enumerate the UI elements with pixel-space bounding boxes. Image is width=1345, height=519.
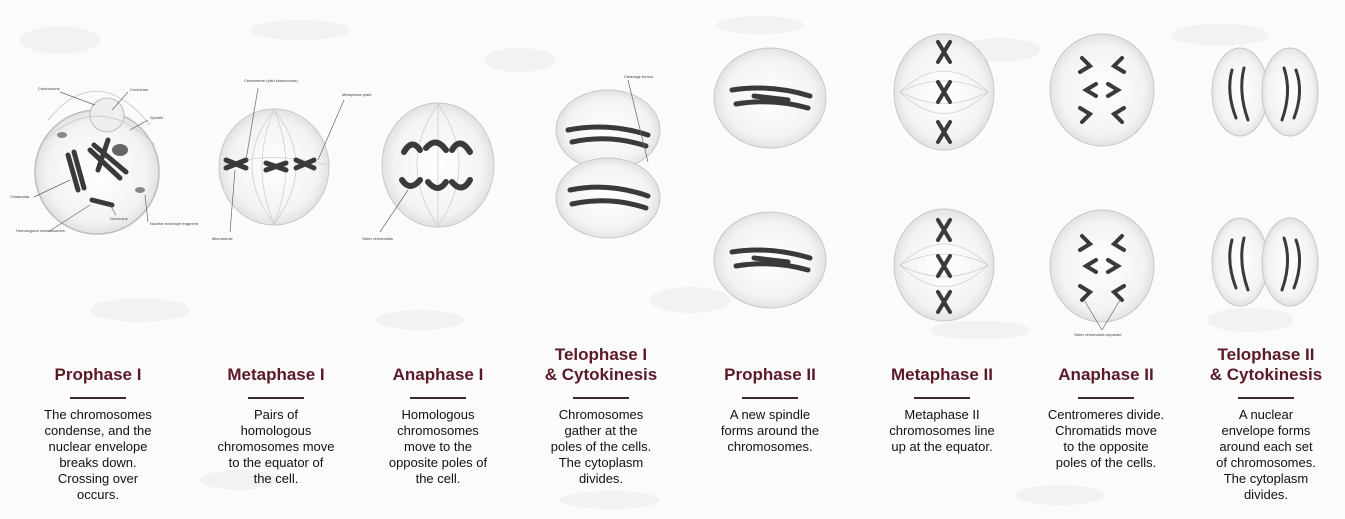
label-cleavage-furrow: Cleavage furrow: [624, 74, 653, 79]
stage-description: The chromosomes condense, and the nuclea…: [18, 407, 178, 503]
stage-anaphase-2: Anaphase II Centromeres divide. Chromati…: [1026, 344, 1186, 519]
label-sister-chromatids-1: Sister chromatids: [362, 236, 393, 241]
title-divider: [1078, 397, 1134, 399]
title-divider: [410, 397, 466, 399]
stage-description: A new spindle forms around the chromosom…: [690, 407, 850, 455]
cell-telophase-2-bottom: [1212, 218, 1318, 306]
stage-prophase-1: Prophase I The chromosomes condense, and…: [18, 344, 178, 519]
stage-prophase-2: Prophase II A new spindle forms around t…: [690, 344, 850, 519]
label-centrioles: Centrioles: [130, 87, 148, 92]
label-centromere: Centromere (with kinetochore): [244, 78, 298, 83]
cell-anaphase-2-bottom: Sister chromatids separate: [1050, 210, 1154, 337]
cell-anaphase-1: Sister chromatids: [362, 103, 494, 241]
stage-captions: Prophase I The chromosomes condense, and…: [0, 344, 1345, 519]
stage-telophase-1: Telophase I & Cytokinesis Chromosomes ga…: [521, 344, 681, 519]
stage-metaphase-1: Metaphase I Pairs of homologous chromoso…: [196, 344, 356, 519]
stage-title: Telophase I & Cytokinesis: [521, 345, 681, 385]
title-divider: [1238, 397, 1294, 399]
cell-prophase-2-bottom: [714, 212, 826, 308]
label-microtubule: Microtubule: [212, 236, 233, 241]
label-centrosome: Centrosome: [38, 86, 61, 91]
stage-title: Anaphase I: [358, 365, 518, 385]
stage-description: A nuclear envelope forms around each set…: [1186, 407, 1345, 503]
title-divider: [742, 397, 798, 399]
cell-prophase-1: Centrosome Centrioles Spindle Chiasmata …: [10, 86, 199, 234]
label-sister-chromatids-separate: Sister chromatids separate: [1074, 332, 1122, 337]
cell-metaphase-1: Centromere (with kinetochore) Metaphase …: [212, 78, 372, 241]
stage-telophase-2: Telophase II & Cytokinesis A nuclear env…: [1186, 344, 1345, 519]
stage-anaphase-1: Anaphase I Homologous chromosomes move t…: [358, 344, 518, 519]
cell-telophase-1: Cleavage furrow: [556, 74, 660, 238]
cell-metaphase-2-top: [894, 34, 994, 150]
label-nuclear-envelope-fragment: Nuclear envelope fragment: [150, 221, 199, 226]
stage-description: Metaphase II chromosomes line up at the …: [862, 407, 1022, 455]
label-metaphase-plate: Metaphase plate: [342, 92, 372, 97]
label-nucleolus: Nucleolus: [110, 216, 128, 221]
label-chiasmata: Chiasmata: [10, 194, 30, 199]
title-divider: [70, 397, 126, 399]
label-homologous-chromosomes: Homologous chromosomes: [16, 228, 65, 233]
stage-title: Metaphase I: [196, 365, 356, 385]
label-spindle: Spindle: [150, 115, 164, 120]
stage-description: Centromeres divide. Chromatids move to t…: [1026, 407, 1186, 471]
title-divider: [248, 397, 304, 399]
stage-title: Metaphase II: [862, 365, 1022, 385]
title-divider: [914, 397, 970, 399]
stage-description: Homologous chromosomes move to the oppos…: [358, 407, 518, 487]
stage-title: Telophase II & Cytokinesis: [1186, 345, 1345, 385]
cell-metaphase-2-bottom: [894, 209, 994, 321]
stage-title: Prophase II: [690, 365, 850, 385]
stage-description: Chromosomes gather at the poles of the c…: [521, 407, 681, 487]
meiosis-diagrams: Centrosome Centrioles Spindle Chiasmata …: [0, 0, 1345, 340]
title-divider: [573, 397, 629, 399]
stage-description: Pairs of homologous chromosomes move to …: [196, 407, 356, 487]
stage-title: Anaphase II: [1026, 365, 1186, 385]
cell-telophase-2-top: [1212, 48, 1318, 136]
cell-prophase-2-top: [714, 48, 826, 148]
stage-title: Prophase I: [18, 365, 178, 385]
stage-metaphase-2: Metaphase II Metaphase II chromosomes li…: [862, 344, 1022, 519]
cell-anaphase-2-top: [1050, 34, 1154, 146]
